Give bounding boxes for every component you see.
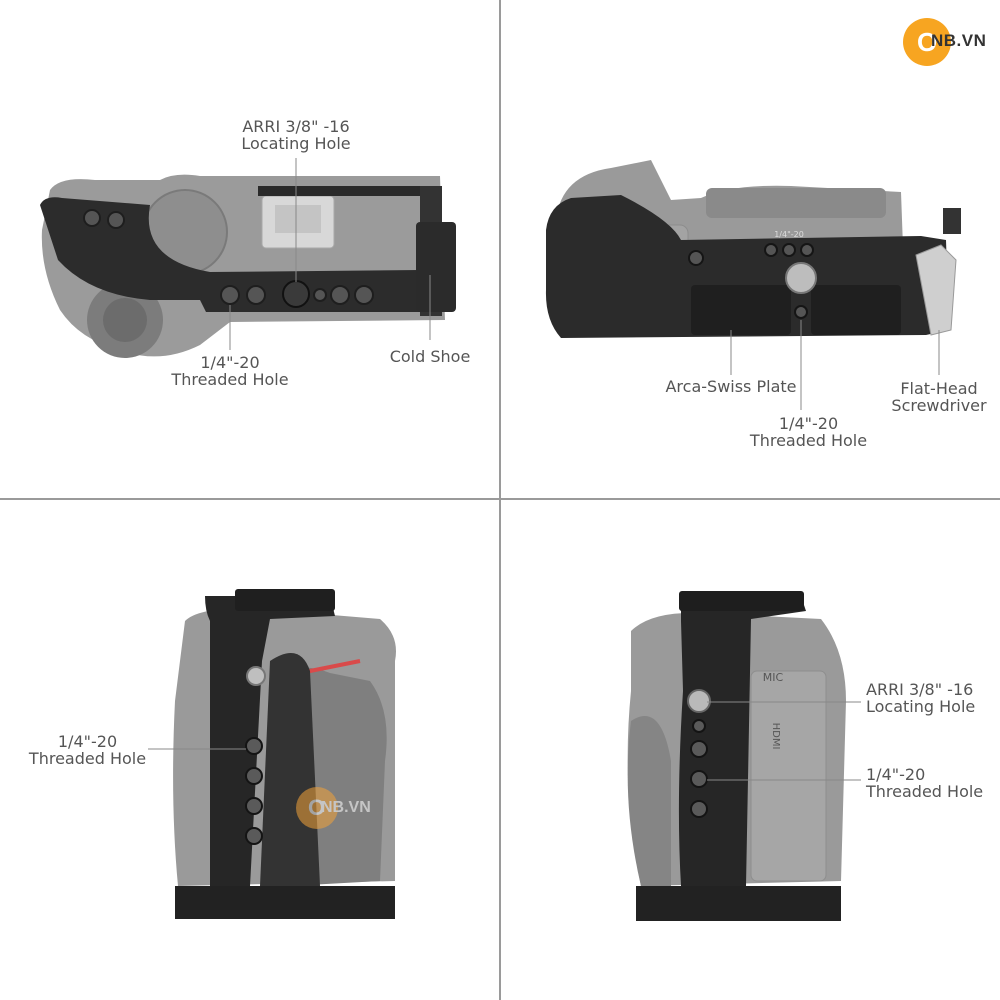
label-arri-locating-hole: ARRI 3/8" -16 Locating Hole: [866, 681, 994, 715]
label-threaded-hole: 1/4"-20 Threaded Hole: [866, 766, 994, 800]
engraving-text: 1/4"-20: [774, 230, 804, 239]
label-line-1: Cold Shoe: [389, 347, 471, 366]
camera-top-view-illustration: [40, 158, 456, 358]
hdmi-port-label: HDMI: [770, 723, 781, 750]
logo-circle: O: [903, 18, 951, 66]
label-threaded-hole: 1/4"-20 Threaded Hole: [746, 415, 871, 449]
brand-logo: O NB.VN: [903, 18, 993, 68]
label-line-2: Screwdriver: [891, 396, 987, 415]
label-line-1: 1/4"-20: [200, 353, 260, 372]
camera-grip-side-illustration: [148, 589, 396, 919]
label-line-1: Flat-Head: [900, 379, 978, 398]
label-line-1: 1/4"-20: [778, 414, 839, 433]
panel-bottom-view: 1/4"-20 Arca-Swiss Plate 1/4"-20 Threade…: [501, 0, 999, 498]
label-line-2: Locating Hole: [866, 697, 976, 716]
label-line-1: Arca-Swiss Plate: [665, 377, 797, 396]
camera-port-side-illustration: MIC HDMI: [627, 591, 861, 921]
label-threaded-hole: 1/4"-20 Threaded Hole: [165, 354, 295, 388]
panel-port-side-view: MIC HDMI ARRI 3/8" -16 Locating Hole 1/4…: [501, 501, 999, 999]
label-arca-swiss-plate: Arca-Swiss Plate: [651, 378, 811, 395]
vertical-divider: [499, 0, 501, 1000]
label-cold-shoe: Cold Shoe: [380, 348, 480, 365]
panel-top-view: ARRI 3/8" -16 Locating Hole 1/4"-20 Thre…: [0, 0, 498, 498]
label-line-2: Threaded Hole: [171, 370, 289, 389]
mic-port-label: MIC: [763, 671, 784, 684]
panel-grip-side-view: 1/4"-20 Threaded Hole: [0, 501, 498, 999]
label-line-2: Threaded Hole: [866, 782, 984, 801]
label-line-2: Locating Hole: [241, 134, 351, 153]
label-line-1: ARRI 3/8" -16: [242, 117, 350, 136]
label-threaded-hole: 1/4"-20 Threaded Hole: [25, 733, 150, 767]
watermark-circle: O: [296, 787, 338, 829]
camera-bottom-view-illustration: 1/4"-20: [545, 160, 961, 410]
horizontal-divider: [0, 498, 1000, 500]
label-arri-locating-hole: ARRI 3/8" -16 Locating Hole: [225, 118, 367, 152]
label-flat-head-screwdriver: Flat-Head Screwdriver: [889, 380, 989, 414]
logo-text: NB.VN: [931, 31, 987, 50]
label-line-1: 1/4"-20: [57, 732, 118, 751]
label-line-1: 1/4"-20: [866, 765, 926, 784]
label-line-2: Threaded Hole: [28, 749, 147, 768]
label-line-1: ARRI 3/8" -16: [866, 680, 974, 699]
label-line-2: Threaded Hole: [749, 431, 868, 450]
watermark-text: NB.VN: [321, 799, 371, 816]
